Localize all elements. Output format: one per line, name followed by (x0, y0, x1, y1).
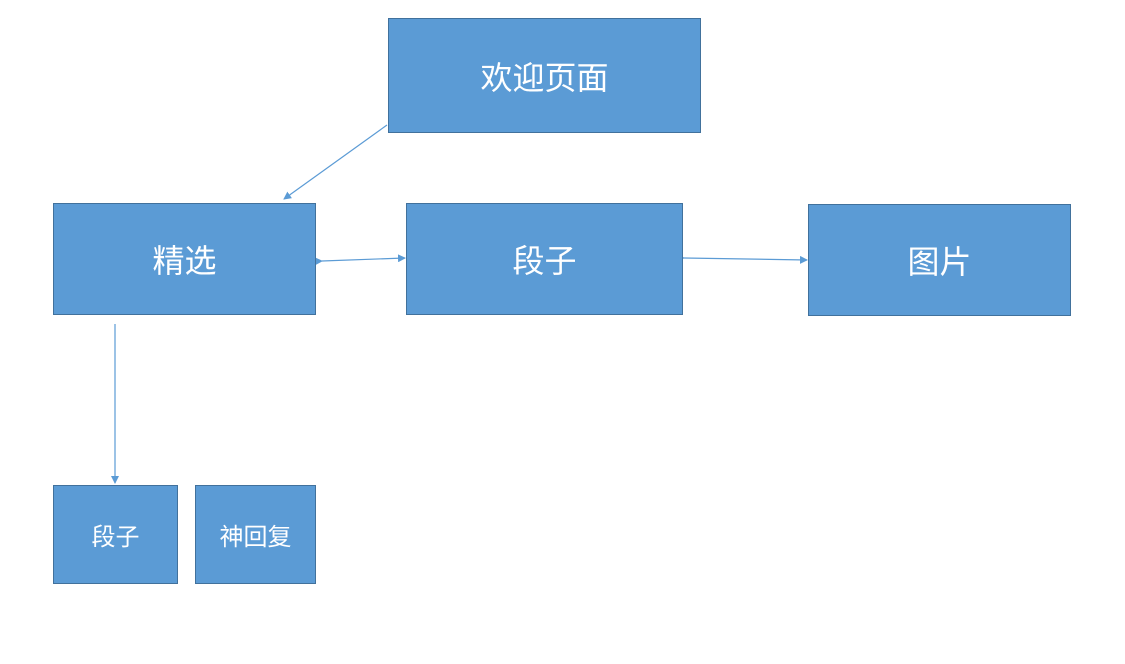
featured-jokes-label: 段子 (91, 523, 140, 551)
featured-label: 精选 (152, 242, 217, 280)
edge-featured-jokes (314, 254, 406, 266)
edge-welcome-to-featured (283, 124, 388, 200)
images-node: 图片 (808, 204, 1071, 316)
welcome-page-node: 欢迎页面 (388, 18, 701, 133)
featured-replies-label: 神回复 (219, 523, 292, 551)
jokes-label: 段子 (512, 242, 577, 280)
welcome-page-label: 欢迎页面 (480, 58, 609, 97)
featured-node: 精选 (53, 203, 316, 315)
featured-replies-subnode: 神回复 (195, 485, 316, 584)
images-label: 图片 (907, 243, 972, 281)
edge-jokes-images (676, 253, 808, 264)
jokes-node: 段子 (406, 203, 683, 315)
featured-jokes-subnode: 段子 (53, 485, 178, 584)
